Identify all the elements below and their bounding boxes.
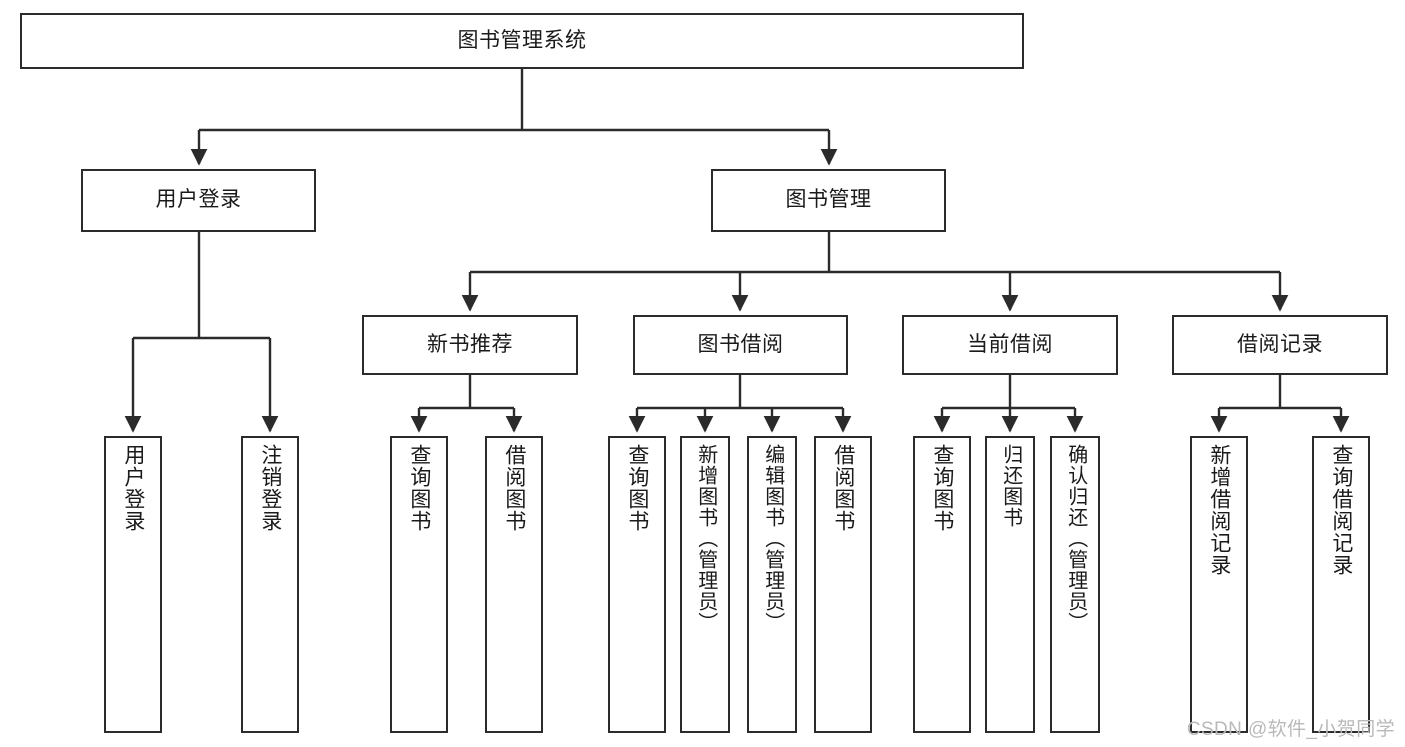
node-label: 图书管理	[785, 188, 872, 212]
node-leaf-query-borrow-record[interactable]: 查询借阅记录	[1312, 436, 1370, 733]
node-label: 借阅图书	[831, 444, 855, 532]
node-label: 用户登录	[155, 188, 242, 212]
node-book-borrow[interactable]: 图书借阅	[633, 315, 848, 375]
node-label: 借阅图书	[502, 444, 526, 532]
node-label: 图书管理系统	[457, 28, 587, 52]
node-label: 新增借阅记录	[1207, 444, 1231, 576]
node-label: 编辑图书（管理员）	[761, 444, 784, 633]
node-new-book-recommend[interactable]: 新书推荐	[362, 315, 578, 375]
node-label: 当前借阅	[967, 332, 1053, 356]
node-leaf-add-borrow-record[interactable]: 新增借阅记录	[1190, 436, 1248, 733]
node-label: 新增图书（管理员）	[694, 444, 717, 633]
csdn-watermark: CSDN @软件_小贺同学	[1186, 719, 1395, 740]
node-leaf-query-book-current[interactable]: 查询图书	[913, 436, 971, 733]
node-leaf-query-book-borrow[interactable]: 查询图书	[608, 436, 666, 733]
node-current-borrow[interactable]: 当前借阅	[902, 315, 1118, 375]
node-label: 查询图书	[930, 444, 954, 532]
node-book-management[interactable]: 图书管理	[711, 169, 946, 232]
node-root-system[interactable]: 图书管理系统	[20, 13, 1024, 69]
node-leaf-confirm-return-admin[interactable]: 确认归还（管理员）	[1050, 436, 1100, 733]
node-leaf-user-login[interactable]: 用户登录	[104, 436, 162, 733]
node-user-login[interactable]: 用户登录	[81, 169, 316, 232]
node-leaf-return-book[interactable]: 归还图书	[985, 436, 1035, 733]
node-label: 查询图书	[625, 444, 649, 532]
node-label: 新书推荐	[427, 332, 513, 356]
node-label: 图书借阅	[697, 332, 784, 356]
node-label: 查询借阅记录	[1329, 444, 1353, 576]
node-label: 注销登录	[258, 444, 282, 532]
node-label: 归还图书	[999, 444, 1022, 528]
node-leaf-add-book-admin[interactable]: 新增图书（管理员）	[680, 436, 730, 733]
node-leaf-edit-book-admin[interactable]: 编辑图书（管理员）	[747, 436, 797, 733]
node-leaf-logout[interactable]: 注销登录	[241, 436, 299, 733]
node-leaf-borrow-book[interactable]: 借阅图书	[814, 436, 872, 733]
node-label: 确认归还（管理员）	[1064, 444, 1087, 633]
node-leaf-borrow-book-rec[interactable]: 借阅图书	[485, 436, 543, 733]
node-label: 借阅记录	[1237, 332, 1323, 356]
node-borrow-record[interactable]: 借阅记录	[1172, 315, 1388, 375]
node-label: 用户登录	[121, 444, 145, 532]
node-label: 查询图书	[407, 444, 431, 532]
node-leaf-query-book-rec[interactable]: 查询图书	[390, 436, 448, 733]
